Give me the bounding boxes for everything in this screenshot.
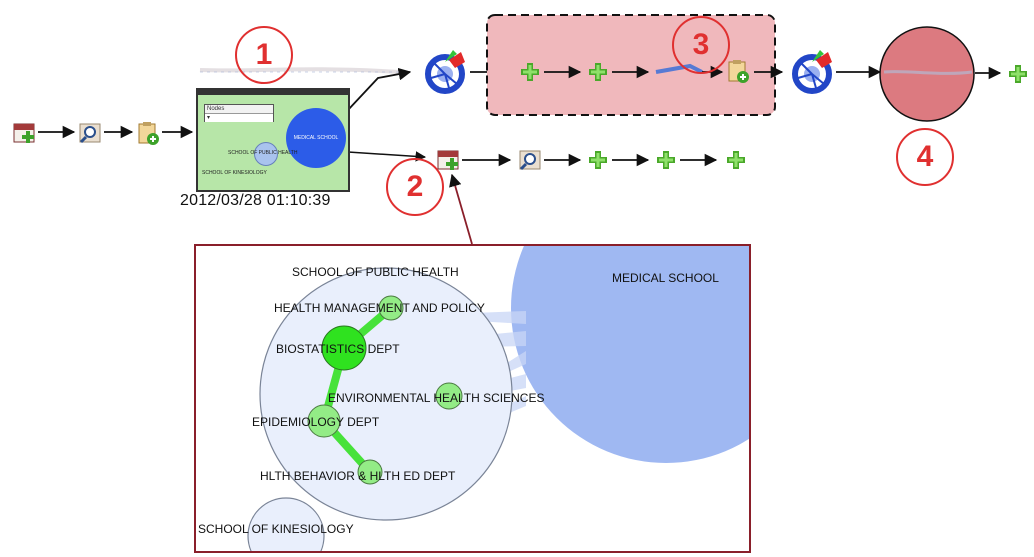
calendar-add-icon[interactable]: [437, 150, 459, 171]
calendar-add-icon[interactable]: [13, 123, 35, 144]
thumbnail-control-label: Nodes: [207, 106, 225, 112]
magnify-icon[interactable]: [78, 122, 102, 144]
start-workflow-row: [13, 121, 194, 146]
thumbnail-public-health-node: [254, 142, 278, 166]
medical-school-node[interactable]: [511, 246, 749, 463]
callout-1: 1: [235, 26, 293, 84]
thumbnail-medical-label: MEDICAL SCHOOL: [293, 135, 339, 141]
thumbnail-medical-node: MEDICAL SCHOOL: [286, 108, 346, 168]
dept-label-environmental-health: ENVIRONMENTAL HEALTH SCIENCES: [328, 391, 544, 405]
plus-icon[interactable]: [1009, 65, 1027, 83]
branch-workflow-row: [347, 149, 745, 171]
radial-wheel-icon[interactable]: [795, 50, 832, 91]
dept-node-biostatistics[interactable]: [321, 325, 367, 371]
thumbnail-control: Nodes ▾: [204, 104, 274, 122]
dept-node-environmental-health[interactable]: [435, 382, 463, 410]
state-thumbnail[interactable]: Nodes ▾ MEDICAL SCHOOL SCHOOL OF PUBLIC …: [196, 88, 350, 192]
callout-4: 4: [896, 128, 954, 186]
plus-icon[interactable]: [589, 151, 607, 169]
kinesiology-node[interactable]: [247, 497, 325, 551]
magnify-icon[interactable]: [518, 149, 542, 171]
thumbnail-titlebar: [198, 90, 348, 95]
thumbnail-kinesiology-label: SCHOOL OF KINESIOLOGY: [202, 170, 267, 176]
dept-node-hlth-behavior[interactable]: [357, 459, 383, 485]
medical-school-label: MEDICAL SCHOOL: [612, 271, 719, 285]
dept-node-epidemiology[interactable]: [307, 404, 341, 438]
dept-label-health-management: HEALTH MANAGEMENT AND POLICY: [274, 301, 485, 315]
radial-wheel-icon[interactable]: [428, 50, 465, 91]
plus-icon[interactable]: [657, 151, 675, 169]
timestamp: 2012/03/28 01:10:39: [180, 192, 331, 209]
plus-icon[interactable]: [727, 151, 745, 169]
dept-label-biostatistics: BIOSTATISTICS DEPT: [276, 342, 400, 356]
public-health-node[interactable]: [259, 267, 513, 521]
callout-2: 2: [386, 158, 444, 216]
clipboard-add-icon[interactable]: [138, 121, 160, 146]
detail-graph: MEDICAL SCHOOL SCHOOL OF PUBLIC HEALTH H…: [198, 246, 749, 551]
public-health-label: SCHOOL OF PUBLIC HEALTH: [292, 265, 459, 279]
thumbnail-public-health-label: SCHOOL OF PUBLIC HEALTH: [228, 150, 298, 156]
kinesiology-label: SCHOOL OF KINESIOLOGY: [198, 522, 354, 536]
dept-label-hlth-behavior: HLTH BEHAVIOR & HLTH ED DEPT: [260, 469, 456, 483]
thumbnail-select: ▾: [205, 113, 273, 122]
detail-panel: MEDICAL SCHOOL SCHOOL OF PUBLIC HEALTH H…: [194, 244, 751, 553]
callout-3: 3: [672, 16, 730, 74]
dept-label-epidemiology: EPIDEMIOLOGY DEPT: [252, 415, 380, 429]
dept-node-health-management[interactable]: [378, 295, 404, 321]
detail-connector: [449, 173, 473, 245]
highlight-path: [319, 304, 394, 475]
